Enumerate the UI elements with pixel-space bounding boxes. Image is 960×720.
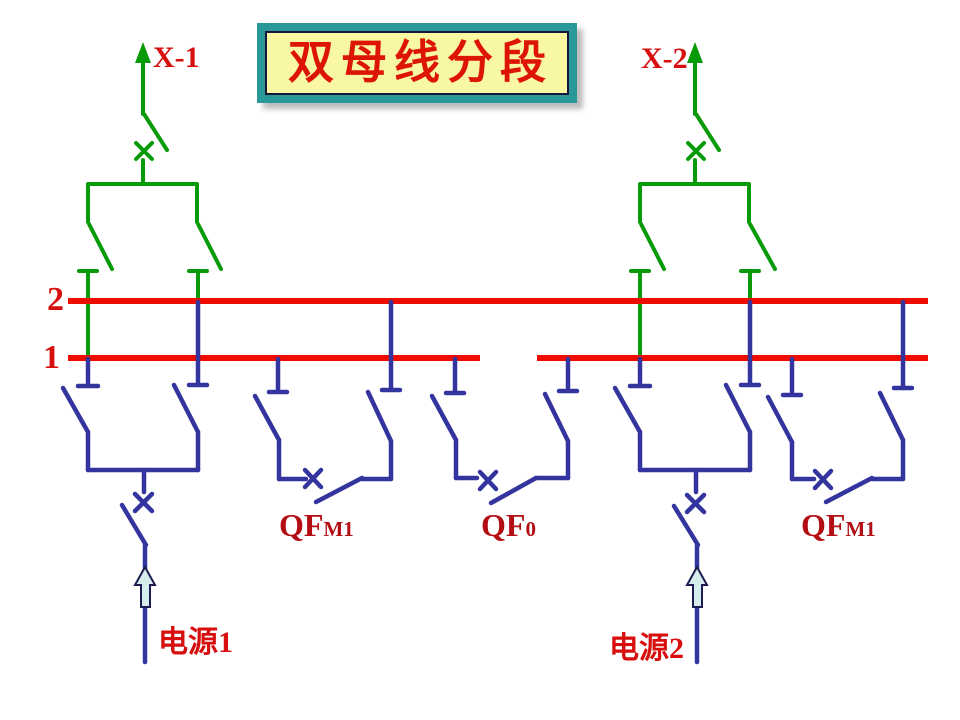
section-open-blade xyxy=(488,475,539,506)
feeder-x1-arrow-icon xyxy=(135,42,151,63)
bus-2-number-label: 2 xyxy=(47,281,64,318)
feeder-x1-bracket xyxy=(86,182,199,224)
source-2-breaker-blade xyxy=(671,503,701,548)
coupler-right-label: QFM1 xyxy=(801,507,876,543)
feeder-x2-left-blade xyxy=(639,222,666,271)
coupler-right-blade-1 xyxy=(765,394,795,445)
title-inner-frame: 双母线分段 xyxy=(265,31,569,95)
source-2-bay xyxy=(612,299,762,665)
source-1-left-blade xyxy=(60,385,91,435)
coupler-right-blade-2 xyxy=(877,390,906,443)
bus-1-number-label: 1 xyxy=(43,339,60,376)
section-breaker-x-icon xyxy=(477,469,499,492)
source-1-breaker-x-icon xyxy=(132,491,155,514)
section-blade-1 xyxy=(429,393,459,443)
section-blade-2 xyxy=(542,391,571,444)
feeder-x1-breaker-x-icon xyxy=(134,141,154,161)
feeder-x1-right-blade xyxy=(196,222,223,271)
bus-section-breaker xyxy=(429,356,580,506)
section-breaker-label: QF0 xyxy=(481,507,536,543)
title-box: 双母线分段 xyxy=(257,23,577,103)
bus-coupler-right xyxy=(765,299,915,505)
feeder-x1-blade xyxy=(142,112,169,152)
source-2-right-blade xyxy=(723,382,753,435)
coupler-left-blade-2 xyxy=(365,389,394,444)
coupler-right-open-blade xyxy=(823,475,875,505)
source-1-label: 电源1 xyxy=(158,626,233,659)
coupler-left-label: QFM1 xyxy=(279,507,354,543)
feeder-x2-breaker-x-icon xyxy=(686,141,706,161)
bus-coupler-left xyxy=(252,299,403,505)
source-1-arrow-icon xyxy=(133,564,157,608)
feeder-x1-label: X-1 xyxy=(153,41,200,74)
feeder-x2-arrow-icon xyxy=(687,42,703,63)
busbars xyxy=(68,298,928,361)
slide-title: 双母线分段 xyxy=(288,37,553,88)
feeder-x2 xyxy=(629,42,777,359)
coupler-left-open-blade xyxy=(313,475,365,505)
feeder-x2-blade xyxy=(694,112,721,152)
source-1-breaker-blade xyxy=(119,502,149,548)
source-1-right-blade xyxy=(171,382,201,435)
feeder-x2-label: X-2 xyxy=(641,42,688,75)
source-2-label: 电源2 xyxy=(609,632,684,665)
feeder-x2-right-blade xyxy=(748,222,777,271)
source-2-breaker-x-icon xyxy=(684,492,707,515)
coupler-right-breaker-x-icon xyxy=(812,468,834,491)
source-1-bay xyxy=(60,299,210,665)
feeder-x1 xyxy=(77,42,223,359)
feeder-x2-bracket xyxy=(638,182,751,224)
source-2-left-blade xyxy=(612,385,643,435)
coupler-left-breaker-x-icon xyxy=(302,467,324,490)
feeder-x1-left-blade xyxy=(87,222,114,271)
coupler-left-blade-1 xyxy=(252,393,282,443)
source-2-arrow-icon xyxy=(685,564,709,608)
